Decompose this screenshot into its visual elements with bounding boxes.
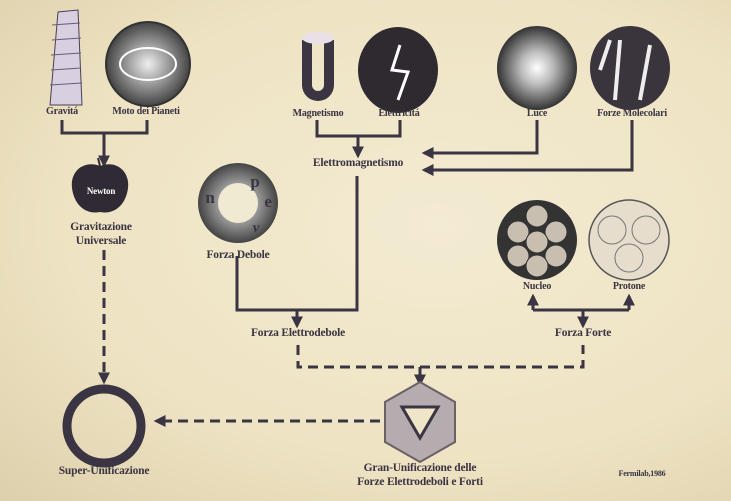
label-forza-elettrodebole: Forza Elettrodebole bbox=[250, 327, 346, 339]
dashed-gut-bracket bbox=[296, 345, 585, 369]
label-moto-pianeti: Moto dei Pianeti bbox=[112, 106, 180, 117]
particle-n: n bbox=[205, 188, 215, 207]
label-forza-forte: Forza Forte bbox=[554, 327, 612, 339]
particle-e: e bbox=[264, 192, 272, 211]
molecular-to-em bbox=[421, 120, 634, 176]
pisa-tower-icon bbox=[49, 9, 83, 106]
apple-icon bbox=[71, 164, 129, 213]
line-1: Gran-Unificazione delle bbox=[363, 462, 477, 474]
magnet-icon bbox=[302, 40, 334, 101]
lightning-icon bbox=[390, 44, 411, 101]
label-magnetismo: Magnetismo bbox=[292, 108, 344, 119]
super-unification-ring bbox=[62, 384, 146, 468]
gravity-bracket bbox=[60, 120, 149, 135]
label-luce: Luce bbox=[526, 108, 548, 119]
label-gravita: Gravitá bbox=[46, 106, 78, 117]
luce-to-em bbox=[421, 120, 539, 159]
line-1: Gravitazione bbox=[70, 221, 132, 233]
planet-motion-image bbox=[105, 21, 191, 107]
orbit-icon bbox=[119, 47, 177, 81]
label-newton: Newton bbox=[86, 186, 116, 196]
particle-p: p bbox=[250, 172, 260, 191]
credit: Fermilab,1986 bbox=[618, 469, 666, 478]
label-nucleo: Nucleo bbox=[522, 281, 552, 292]
line-2: Universale bbox=[75, 235, 127, 247]
proton-image bbox=[588, 199, 670, 281]
label-forze-molecolari: Forze Molecolari bbox=[597, 108, 667, 119]
label-elettromagnetismo: Elettromagnetismo bbox=[312, 157, 404, 169]
em-bracket bbox=[315, 120, 402, 138]
light-image bbox=[497, 26, 577, 110]
line-2: Forze Elettrodeboli e Forti bbox=[357, 476, 483, 488]
label-elettricita: Elettricitá bbox=[378, 108, 420, 119]
label-super-unificazione: Super-Unificazione bbox=[58, 465, 150, 477]
label-forza-debole: Forza Debole bbox=[206, 249, 270, 261]
particle-nu: ν bbox=[252, 220, 260, 236]
label-protone: Protone bbox=[612, 281, 646, 292]
